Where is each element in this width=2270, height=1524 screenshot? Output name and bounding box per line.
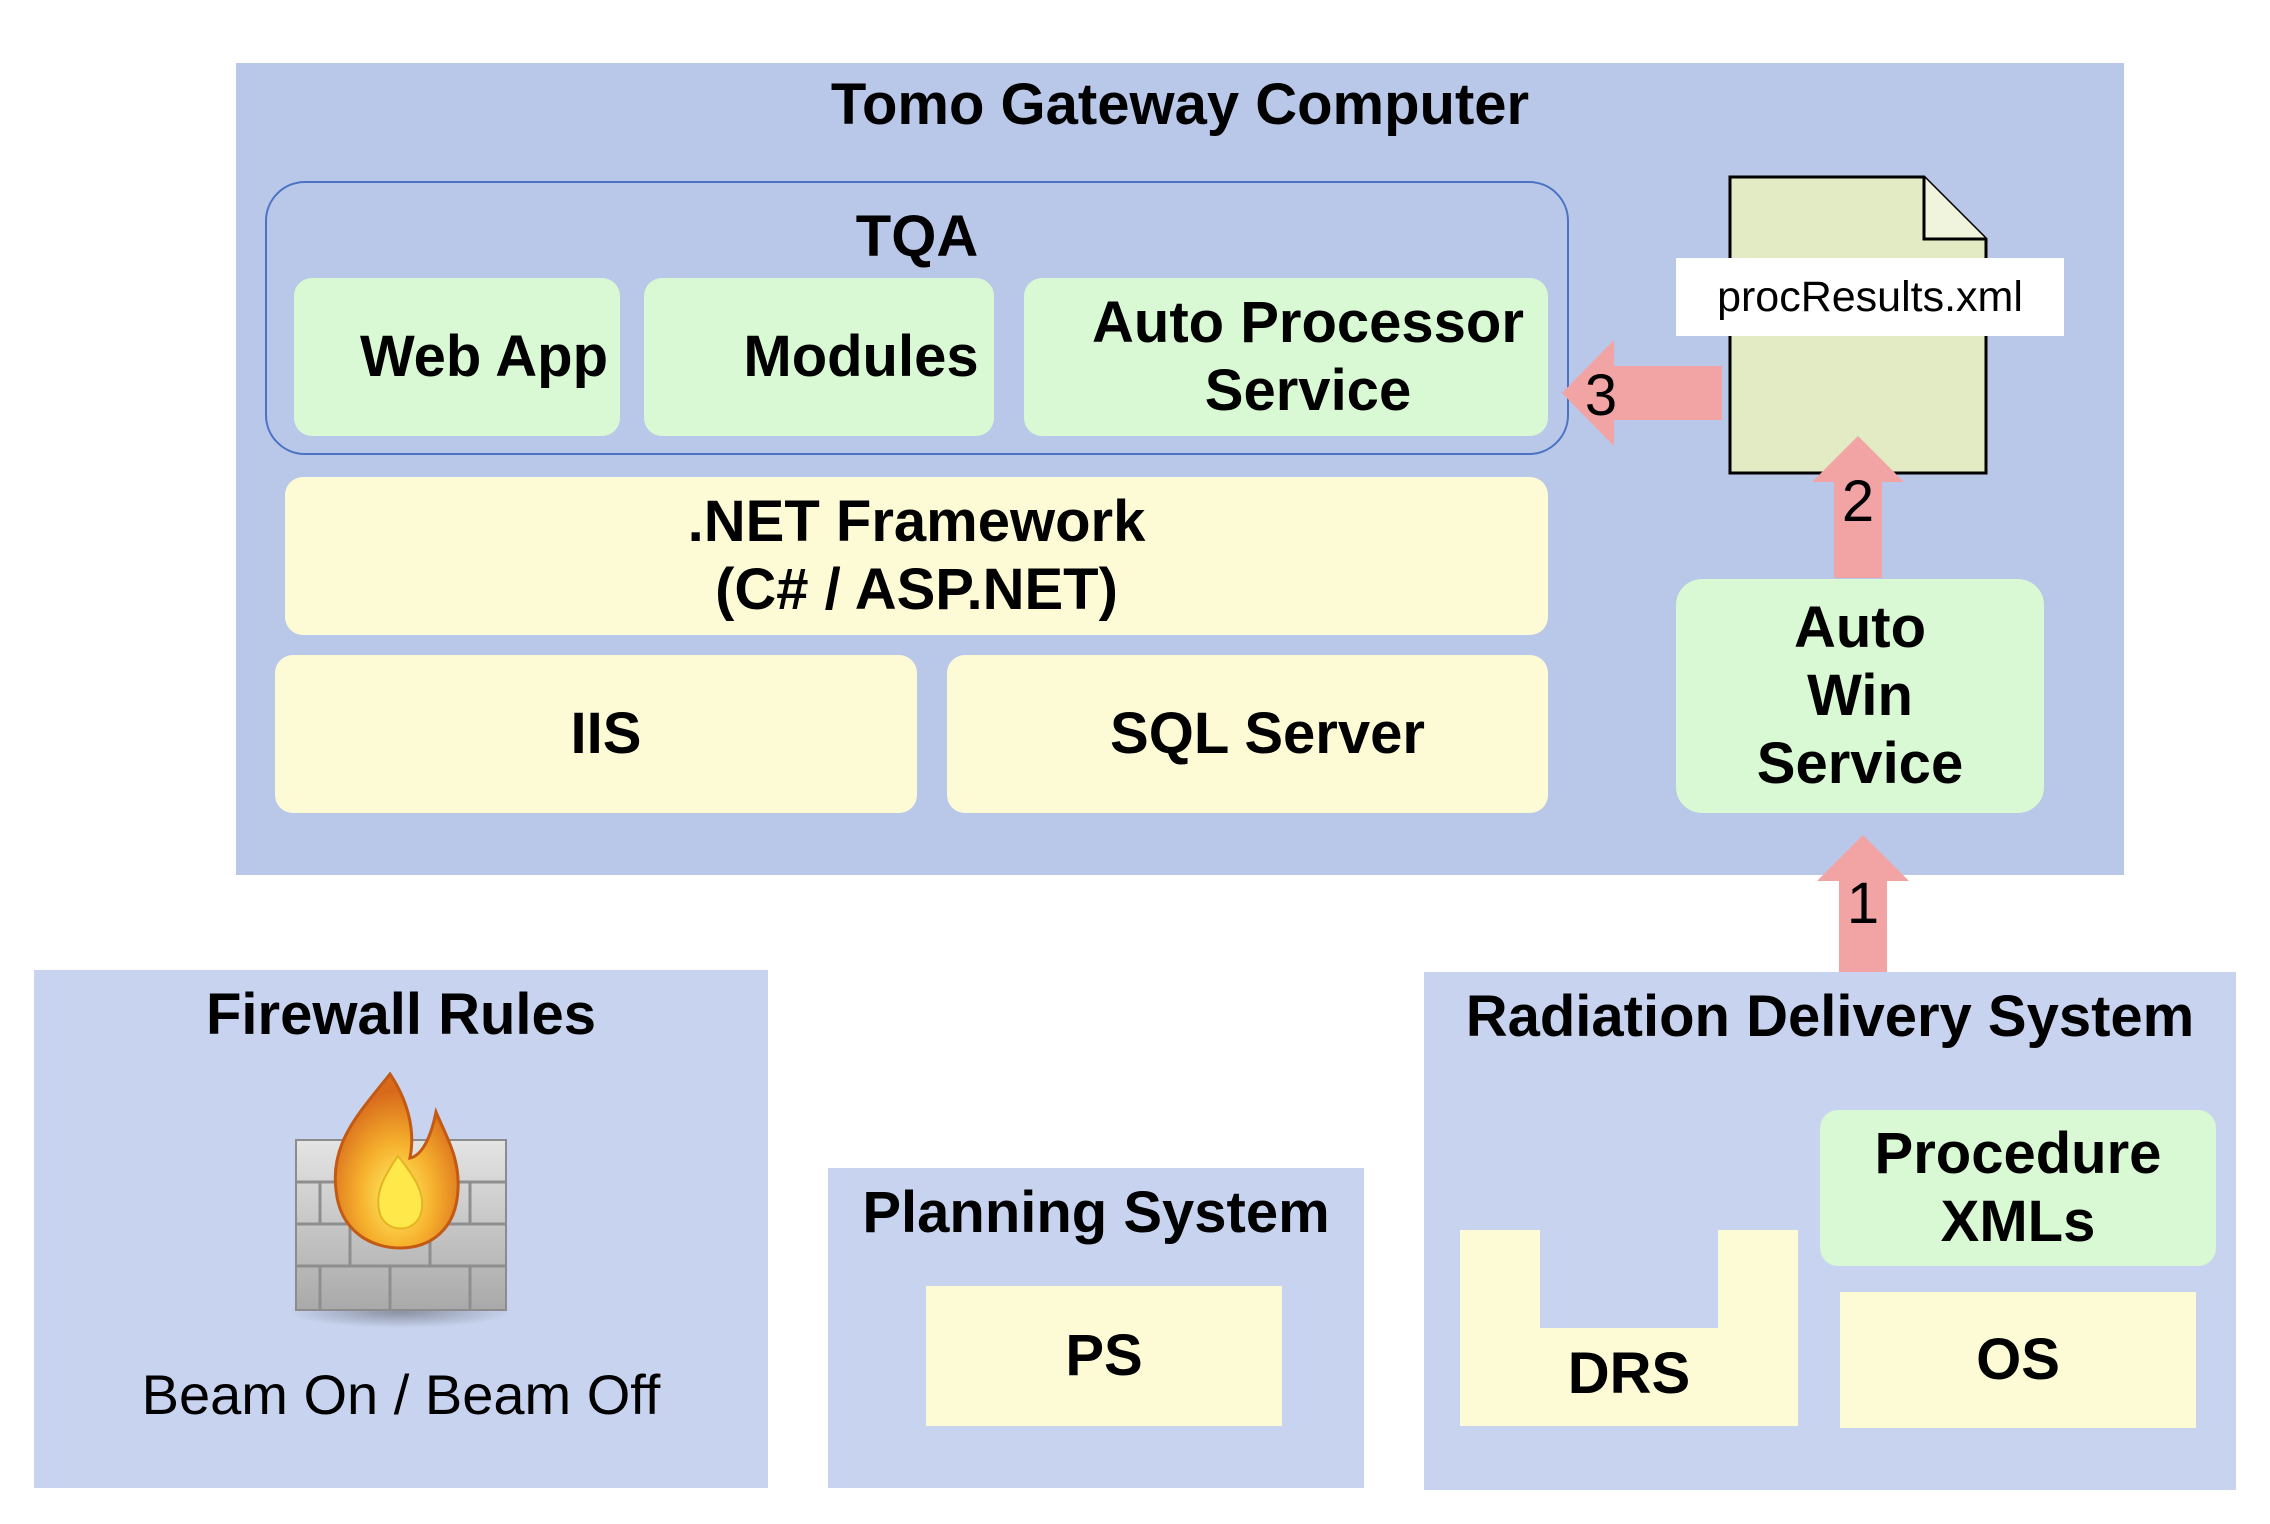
procedure-xmls-box: Procedure XMLs	[1820, 1110, 2216, 1266]
auto-win-label-2: Win	[1807, 663, 1913, 728]
auto-processor-label-1: Auto Processor	[1092, 290, 1524, 355]
proc-results-label-box: procResults.xml	[1676, 258, 2064, 336]
auto-win-label-1: Auto	[1793, 595, 1927, 660]
iis-box: IIS	[275, 655, 917, 813]
net-framework-label-1: .NET Framework	[687, 489, 1146, 554]
auto-win-service-box: Auto Win Service	[1676, 579, 2044, 813]
web-app-box: Web App	[294, 278, 620, 436]
web-app-label: Web App	[359, 324, 609, 389]
tqa-title: TQA	[855, 204, 979, 269]
os-label: OS	[1976, 1327, 2060, 1392]
firewall-icon	[288, 1072, 512, 1328]
procedure-xmls-label-1: Procedure	[1874, 1121, 2162, 1186]
firewall-title: Firewall Rules	[205, 982, 597, 1047]
tqa-group	[265, 181, 1569, 455]
gateway-title: Tomo Gateway Computer	[830, 72, 1530, 137]
sql-server-box: SQL Server	[947, 655, 1548, 813]
net-framework-label-2: (C# / ASP.NET)	[715, 557, 1118, 622]
rds-title: Radiation Delivery System	[1465, 984, 2195, 1049]
modules-label: Modules	[743, 324, 979, 389]
auto-win-label-3: Service	[1756, 731, 1964, 796]
auto-processor-label-2: Service	[1204, 358, 1412, 423]
auto-processor-service-box: Auto Processor Service	[1024, 278, 1548, 436]
arrow-3	[1562, 340, 1722, 446]
planning-title: Planning System	[862, 1180, 1330, 1245]
proc-results-label: procResults.xml	[1717, 272, 2023, 321]
os-box: OS	[1840, 1292, 2196, 1428]
arrow-2	[1812, 436, 1904, 578]
firewall-caption: Beam On / Beam Off	[141, 1363, 661, 1426]
procedure-xmls-label-2: XMLs	[1940, 1189, 2096, 1254]
arrow-1	[1817, 835, 1909, 973]
ps-box: PS	[926, 1286, 1282, 1426]
ps-label: PS	[1065, 1323, 1143, 1388]
drs-label: DRS	[1567, 1341, 1691, 1406]
modules-box: Modules	[644, 278, 994, 436]
arrow-3-label: 3	[1584, 363, 1618, 428]
drs-shape	[1460, 1230, 1798, 1426]
sql-server-label: SQL Server	[1110, 701, 1425, 766]
arrow-1-label: 1	[1846, 871, 1880, 936]
iis-label: IIS	[570, 701, 642, 766]
net-framework-box: .NET Framework (C# / ASP.NET)	[285, 477, 1548, 635]
arrow-2-label: 2	[1841, 469, 1875, 534]
